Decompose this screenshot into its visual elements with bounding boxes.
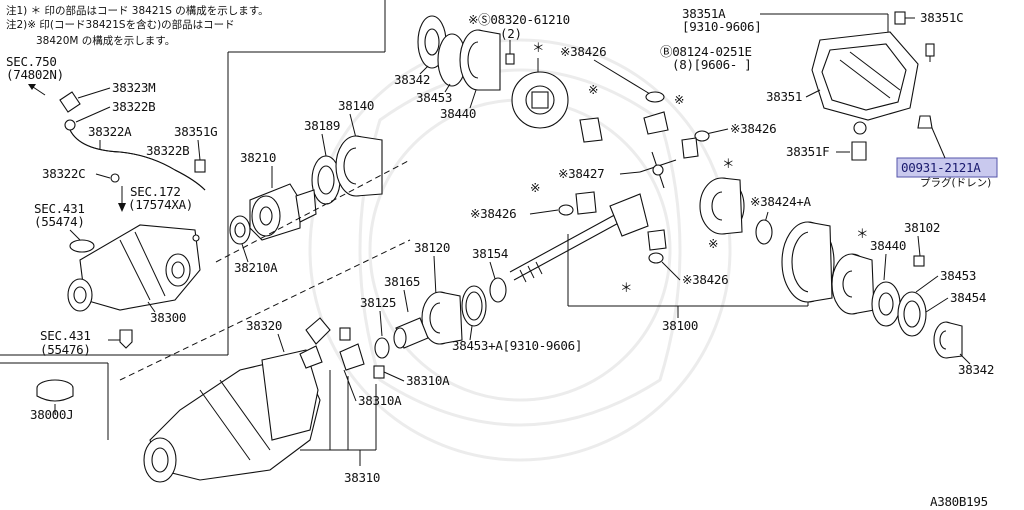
note-box: 注1) ＊ 印の部品はコード 38421S の構成を示します。 注2)※ 印(コ…	[0, 0, 386, 356]
label-38342-top: 38342	[394, 72, 430, 87]
label-bolt-b: Ⓑ08124-0251E	[660, 44, 752, 59]
note-line-1: 注1) ＊ 印の部品はコード 38421S の構成を示します。	[6, 4, 269, 17]
diagram-id: A380B195	[930, 494, 988, 509]
collapsible-spacer	[393, 317, 429, 349]
label-38210: 38210	[240, 150, 276, 165]
asterisk-3: ＊	[722, 156, 734, 171]
label-highlighted-part[interactable]: 00931-2121A	[901, 160, 982, 175]
label-38125: 38125	[360, 295, 396, 310]
label-38322C: 38322C	[42, 166, 85, 181]
diff-case-right	[831, 253, 875, 315]
companion-flange	[249, 183, 317, 241]
asterisk-1: ※	[674, 92, 684, 107]
label-38320: 38320	[246, 318, 282, 333]
label-38189: 38189	[304, 118, 340, 133]
highlighted-part[interactable]: 00931-2121A プラグ(ドレン)	[896, 157, 998, 189]
label-38426-d: ※38426	[682, 272, 728, 287]
label-38140: 38140	[338, 98, 374, 113]
label-38351F: 38351F	[786, 144, 829, 159]
label-bolt-s-qty: (2)	[500, 26, 522, 41]
diff-assembly-small	[67, 224, 201, 312]
label-38351: 38351	[766, 89, 802, 104]
label-38310A-b: 38310A	[358, 393, 402, 408]
label-38322A: 38322A	[88, 124, 132, 139]
label-38440-top: 38440	[440, 106, 476, 121]
label-highlighted-sub: プラグ(ドレン)	[920, 176, 991, 189]
label-38426-b: ※38426	[730, 121, 776, 136]
side-gear-38424	[699, 177, 745, 235]
bearing-left-group	[417, 15, 501, 91]
label-38210A: 38210A	[234, 260, 278, 275]
label-38351G: 38351G	[174, 124, 217, 139]
asterisk-5: ＊	[620, 280, 632, 295]
note-line-2: 注2)※ 印(コード38421Sを含む)の部品はコード	[6, 18, 235, 31]
diff-case-top	[511, 58, 569, 129]
label-sec431b: SEC.431	[40, 328, 91, 343]
label-38426-a: ※38426	[560, 44, 606, 59]
label-sec431a: SEC.431	[34, 201, 85, 216]
label-38424A: ※38424+A	[750, 194, 812, 209]
label-38454: 38454	[950, 290, 986, 305]
label-sec172-ref: (17574XA)	[128, 197, 193, 212]
label-bolt-s: ※Ⓢ08320-61210	[468, 12, 570, 27]
label-38310: 38310	[344, 470, 380, 485]
label-38165: 38165	[384, 274, 420, 289]
asterisk-2: ※	[588, 82, 598, 97]
vent-hose-group	[28, 84, 206, 212]
pinion-bearing-group	[311, 135, 383, 205]
label-sec750: SEC.750	[6, 54, 57, 69]
label-38427: ※38427	[558, 166, 604, 181]
asterisk-6: ※	[708, 236, 718, 251]
label-bolt-b-qty: (8)[9606- ]	[672, 57, 751, 72]
pinion-rear-bearing	[421, 277, 507, 345]
cross-shaft	[639, 151, 677, 189]
label-38100: 38100	[662, 318, 698, 333]
label-38120: 38120	[414, 240, 450, 255]
ring-gear	[781, 221, 835, 303]
guide-line-2	[119, 239, 411, 381]
label-38351A-range: [9310-9606]	[682, 19, 761, 34]
label-38453-top: 38453	[416, 90, 452, 105]
rear-cover-38351	[811, 31, 919, 135]
bearing-right-group	[871, 281, 927, 337]
asterisk-7: ＊	[856, 226, 868, 241]
label-38426-c: ※38426	[470, 206, 516, 221]
drive-pinion-38100	[509, 193, 649, 283]
label-38000J: 38000J	[30, 407, 73, 422]
bearing-38342-right	[933, 321, 963, 359]
label-38300: 38300	[150, 310, 186, 325]
label-sec172: SEC.172	[130, 184, 181, 199]
part-38000J	[36, 379, 74, 414]
label-38440-right: 38440	[870, 238, 906, 253]
label-sec431a-ref: (55474)	[34, 214, 85, 229]
label-38453A: 38453+A[9310-9606]	[452, 338, 582, 353]
diff-carrier-38310	[143, 349, 321, 483]
label-sec431b-ref: (55476)	[40, 342, 91, 357]
label-38351C: 38351C	[920, 10, 963, 25]
label-38310A-a: 38310A	[406, 373, 450, 388]
guide-line-1	[215, 159, 411, 263]
label-38322B-top: 38322B	[112, 99, 155, 114]
label-38322B: 38322B	[146, 143, 189, 158]
asterisk-4: ※	[530, 180, 540, 195]
label-38102: 38102	[904, 220, 940, 235]
nut-38210A	[229, 215, 251, 245]
label-sec750-ref: (74802N)	[6, 67, 64, 82]
label-38351A: 38351A	[682, 6, 726, 21]
label-38154: 38154	[472, 246, 508, 261]
label-38453-right: 38453	[940, 268, 976, 283]
note-line-3: 38420M の構成を示します。	[36, 34, 175, 47]
label-38323M: 38323M	[112, 80, 155, 95]
asterisk-case: ＊	[532, 40, 544, 55]
label-38342-right: 38342	[958, 362, 994, 377]
